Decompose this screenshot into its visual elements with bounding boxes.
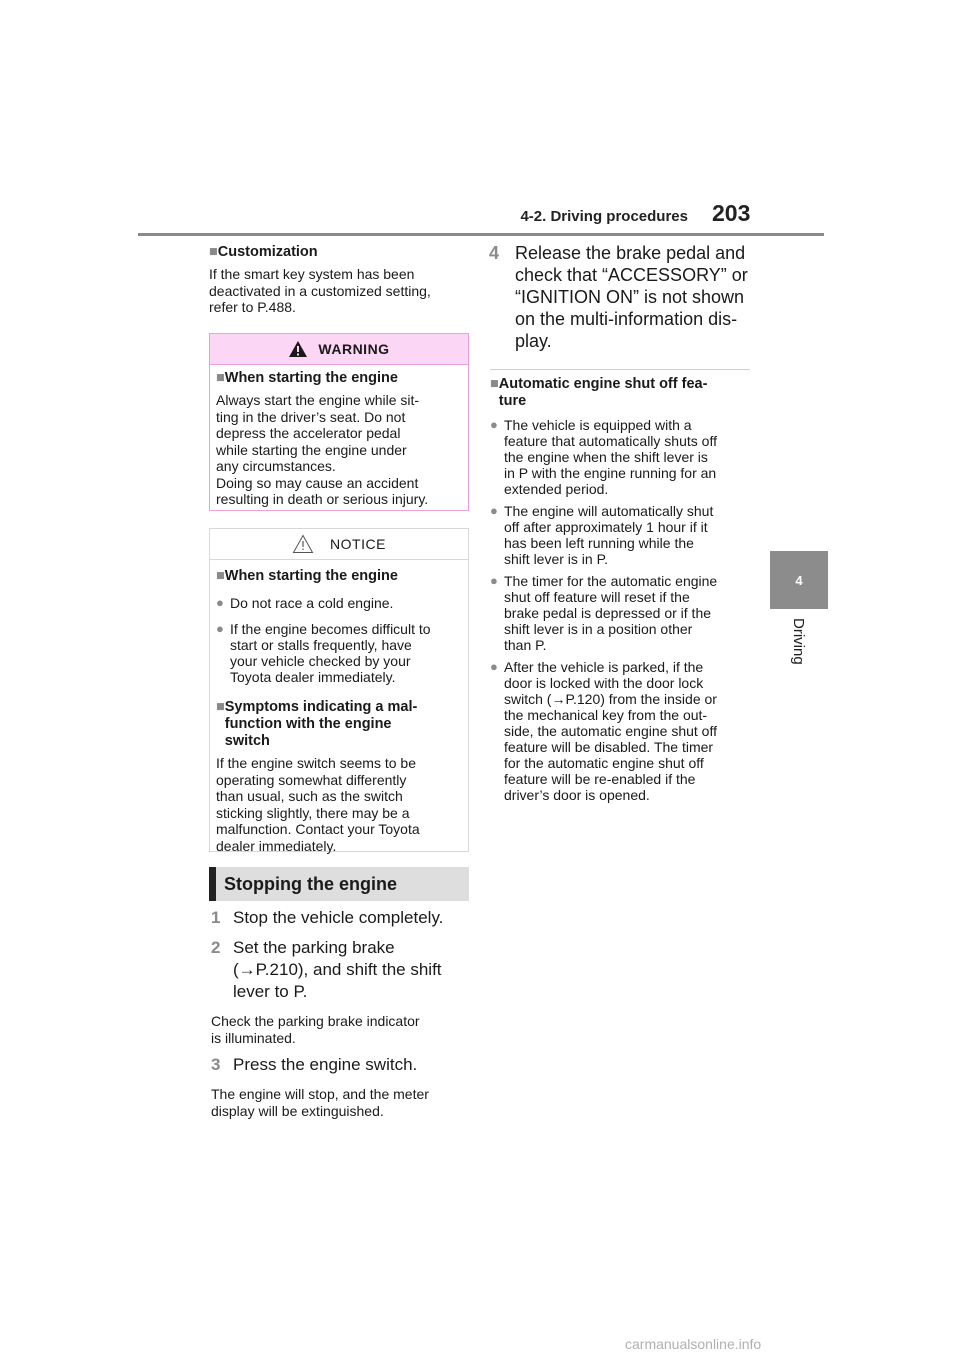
section-title: 4-2. Driving procedures	[520, 208, 688, 225]
notice-bullet-1: ● Do not race a cold engine.	[216, 595, 394, 611]
chapter-tab[interactable]: 4	[770, 551, 828, 609]
page-number: 203	[712, 200, 751, 226]
warning-subheading: ■When starting the engine	[216, 370, 398, 386]
warning-title: WARNING	[318, 341, 390, 357]
section-divider	[490, 369, 750, 370]
caution-triangle-icon	[292, 534, 314, 553]
warning-body: Always start the engine while sit- ting …	[216, 392, 429, 507]
chapter-number: 4	[795, 572, 803, 588]
step-1: 1 Stop the vehicle completely.	[211, 908, 444, 927]
customization-section: ■Customization If the smart key system h…	[209, 244, 469, 316]
auto-shutoff-bullet-2: ● The engine will automatically shut off…	[490, 503, 714, 567]
header-rule	[138, 233, 824, 236]
chapter-label: Driving	[790, 618, 807, 665]
warning-box: WARNING ■When starting the engine Always…	[209, 333, 469, 511]
notice-title: NOTICE	[330, 536, 386, 552]
bullet-dot-icon: ●	[490, 573, 498, 588]
notice-subheading-1: ■When starting the engine	[216, 568, 398, 584]
step-3-note: The engine will stop, and the meter disp…	[211, 1086, 429, 1119]
auto-shutoff-section: ■ Automatic engine shut off fea- ture ● …	[490, 376, 752, 803]
notice-bullet-2: ● If the engine becomes difficult to sta…	[216, 621, 431, 685]
step-3: 3 Press the engine switch.	[211, 1055, 418, 1074]
bullet-dot-icon: ●	[216, 595, 224, 610]
step-2: 2 Set the parking brake (→P.210), and sh…	[211, 938, 442, 1001]
auto-shutoff-bullet-3: ● The timer for the automatic engine shu…	[490, 573, 718, 653]
notice-body-2: If the engine switch seems to be operati…	[216, 755, 420, 854]
auto-shutoff-heading: ■ Automatic engine shut off fea- ture	[490, 376, 708, 409]
chapter-label-wrap: Driving	[770, 618, 828, 698]
auto-shutoff-bullet-1: ● The vehicle is equipped with a feature…	[490, 417, 717, 497]
notice-subheading-2: ■ Symptoms indicating a mal- function wi…	[216, 699, 418, 749]
bullet-dot-icon: ●	[490, 503, 498, 518]
bullet-dot-icon: ●	[216, 621, 224, 636]
warning-header: WARNING	[210, 334, 468, 365]
bullet-dot-icon: ●	[490, 417, 498, 432]
notice-box: NOTICE ■When starting the engine ● Do no…	[209, 528, 469, 854]
watermark[interactable]: carmanualsonline.info	[625, 1336, 762, 1352]
step-4: 4 Release the brake pedal and check that…	[489, 243, 748, 351]
stopping-engine-heading: Stopping the engine	[209, 867, 469, 901]
customization-body: If the smart key system has been deactiv…	[209, 266, 431, 315]
step-2-note: Check the parking brake indicator is ill…	[211, 1013, 420, 1046]
notice-header: NOTICE	[210, 529, 468, 560]
warning-triangle-icon	[289, 341, 308, 357]
stopping-steps: 1 Stop the vehicle completely. 2 Set the…	[211, 907, 473, 1119]
auto-shutoff-bullet-4: ● After the vehicle is parked, if the do…	[490, 659, 717, 803]
square-bullet-icon: ■	[209, 244, 218, 260]
customization-heading: ■Customization	[209, 244, 318, 260]
bullet-dot-icon: ●	[490, 659, 498, 674]
